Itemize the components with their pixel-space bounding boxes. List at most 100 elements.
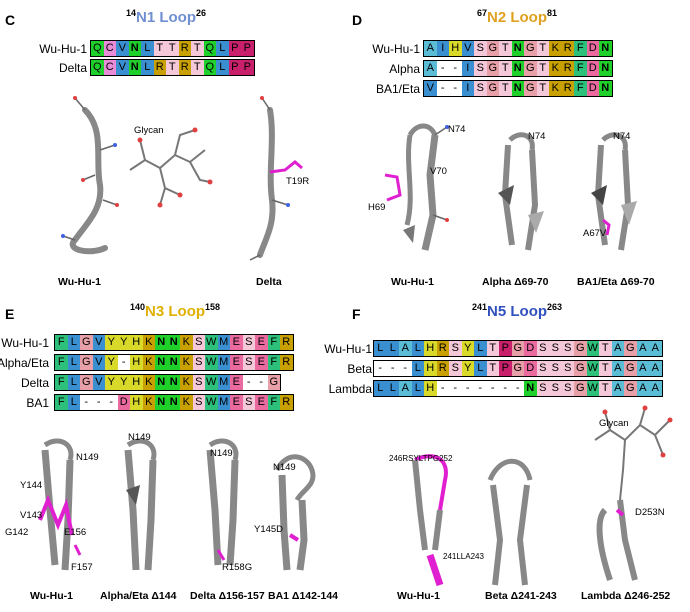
residue-cell: Y [461,361,474,376]
sequence-name: BA1/Eta [375,82,420,96]
residue-cell: F [55,335,68,350]
residue-cell: S [536,381,549,396]
structure-caption: Beta Δ241-243 [485,590,557,602]
sequence-name: Wu-Hu-1 [372,42,420,56]
residue-cell: S [549,341,562,356]
residue-cell: A [649,341,662,356]
residue-cell: E [255,335,268,350]
residue-cell: N [167,375,180,390]
panel-letter: E [5,306,15,322]
structure-render-wuhu1-n3 [38,438,82,571]
residue-cell: L [67,375,80,390]
residue-cell: T [486,361,499,376]
residue-cell: A [611,381,624,396]
residue-cell: K [142,355,155,370]
residue-cell: R [561,61,574,76]
residue-cell: D [586,41,599,56]
residue-cell: N [599,41,612,56]
residue-cell: C [103,60,116,75]
residue-cell: L [67,355,80,370]
residue-cell: I [436,41,449,56]
residue-cell: T [599,361,612,376]
residue-cell: H [424,361,437,376]
residue-cell: N [599,81,612,96]
structure-render-ba1-n3 [274,454,316,571]
residue-cell: D [524,341,537,356]
annotation-residue: E156 [64,527,87,538]
residue-cell: - [449,61,462,76]
residue-cell: P [241,60,254,75]
residue-cell: - [105,395,118,410]
residue-cell: N [155,335,168,350]
residue-cell: P [228,41,241,56]
residue-cell: G [267,375,280,390]
title-end-residue: 158 [205,302,221,312]
residue-cell: G [574,381,587,396]
residue-cell: W [586,381,599,396]
residue-cell: P [241,41,254,56]
residue-cell: T [486,341,499,356]
residue-cell: P [499,361,512,376]
sequence-name: Alpha [389,62,420,76]
residue-cell: E [230,395,243,410]
structure-render-beta-n5 [487,458,533,586]
residue-cell: Q [203,60,216,75]
residue-cell: K [142,395,155,410]
residue-cell: S [474,81,487,96]
residue-cell: G [524,81,537,96]
panel-title: 14N1 Loop26 [126,8,206,26]
residue-cell: D [586,61,599,76]
residue-cell: L [141,41,154,56]
sequence-name: Delta [20,376,49,390]
residue-cell: - [399,361,412,376]
residue-cell: L [386,341,399,356]
residue-cell: K [180,395,193,410]
title-end-residue: 81 [547,8,558,18]
residue-cell: G [486,81,499,96]
residue-cell: A [399,341,412,356]
residue-cell: - [449,81,462,96]
residue-cell: S [242,395,255,410]
structure-render-delta-n1 [249,96,303,261]
residue-cell: M [217,375,230,390]
residue-cell: W [586,361,599,376]
residue-cell: K [549,61,562,76]
residue-cell: R [561,41,574,56]
residue-cell: K [549,81,562,96]
sequence-name: Lambda [328,382,372,396]
structure-caption: Alpha/Eta Δ144 [100,590,177,602]
structure-caption: BA1/Eta Δ69-70 [577,276,655,288]
sequence-name: Alpha/Eta [0,356,49,370]
residue-cell: N [128,41,141,56]
residue-cell: N [511,81,524,96]
panel-letter: F [352,306,361,322]
residue-cell: Q [91,41,104,56]
sequence-name: BA1 [26,396,49,410]
residue-cell: W [205,335,218,350]
residue-cell: F [55,375,68,390]
residue-cell: L [474,341,487,356]
residue-cell: R [436,361,449,376]
annotation-residue: H69 [368,202,386,213]
residue-cell: S [192,395,205,410]
residue-cell: N [511,41,524,56]
residue-cell: - [511,381,524,396]
residue-cell: A [649,361,662,376]
structure-caption: Wu-Hu-1 [30,590,73,602]
residue-cell: N [155,375,168,390]
residue-cell: A [611,341,624,356]
residue-cell: V [424,81,437,96]
residue-cell: S [549,381,562,396]
title-end-residue: 26 [196,8,207,18]
residue-cell: L [386,381,399,396]
panel-letter: C [5,12,16,28]
residue-cell: S [561,361,574,376]
residue-cell: T [191,41,204,56]
residue-cell: G [486,41,499,56]
residue-cell: K [180,375,193,390]
structure-render-alpha-eta-n3 [124,438,157,571]
